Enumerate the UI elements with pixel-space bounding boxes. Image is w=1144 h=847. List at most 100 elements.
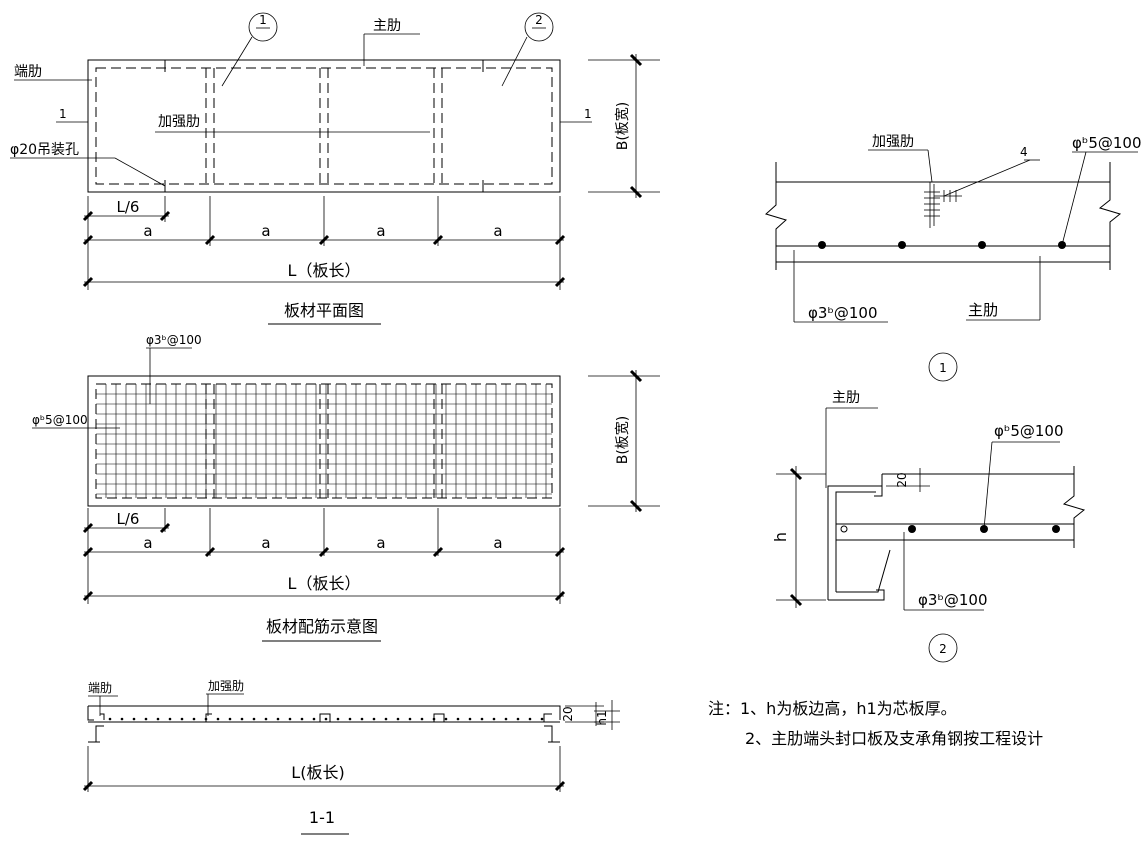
detail2-dim-20: 20 bbox=[895, 472, 909, 487]
detail-callout-1 bbox=[248, 12, 278, 42]
plan-width-label: B(板宽) bbox=[614, 102, 631, 151]
detail1-main-rib-label: 主肋 bbox=[968, 301, 998, 319]
detail1-marker-num: 1 bbox=[939, 361, 947, 375]
section-rebar-dot bbox=[516, 717, 520, 721]
plan-outline bbox=[87, 59, 561, 193]
section-rebar-dot bbox=[192, 717, 196, 721]
section-title: 1-1 bbox=[309, 808, 335, 827]
section-rebar-dot bbox=[168, 717, 172, 721]
section-rebar-dot bbox=[360, 717, 364, 721]
section-rebar-dot bbox=[252, 717, 256, 721]
plan-dimensions bbox=[82, 196, 566, 290]
section-mark-left: 1 bbox=[59, 107, 67, 121]
section-rebar-dot bbox=[420, 717, 424, 721]
section-rebar-dot bbox=[240, 717, 244, 721]
section-rebar-dot bbox=[480, 717, 484, 721]
detail1-break-left bbox=[765, 162, 787, 270]
detail1-phi3-label: φ3ᵇ@100 bbox=[808, 304, 878, 322]
rebar-dim-a-1: a bbox=[143, 534, 152, 552]
section-rebar-dot bbox=[300, 717, 304, 721]
plan-dim-a-2: a bbox=[261, 222, 270, 240]
section-rebar-dot bbox=[504, 717, 508, 721]
section-rebar-dot bbox=[180, 717, 184, 721]
plan-ribs bbox=[205, 68, 443, 184]
plan-dim-a-4: a bbox=[493, 222, 502, 240]
plan-lift-hole-label: φ20吊装孔 bbox=[10, 142, 79, 158]
rebar-dimensions bbox=[82, 508, 566, 604]
section-rebar-dot bbox=[492, 717, 496, 721]
section-rebar-dot bbox=[468, 717, 472, 721]
section-rebar-dot bbox=[408, 717, 412, 721]
rebar-dim-a-4: a bbox=[493, 534, 502, 552]
section-rebar-dot bbox=[444, 717, 448, 721]
rebar-phi5-label: φᵇ5@100 bbox=[32, 413, 88, 427]
detail2-break-right bbox=[1062, 466, 1086, 548]
rebar-dim-length: L（板长） bbox=[288, 574, 361, 593]
note-line-1: 注：1、h为板边高，h1为芯板厚。 bbox=[708, 699, 957, 718]
section-rebar-dot bbox=[540, 717, 544, 721]
section-rebar-dots bbox=[108, 717, 544, 721]
plan-dim-a-3: a bbox=[376, 222, 385, 240]
section-end-rib-label: 端肋 bbox=[88, 680, 112, 695]
detail2-h-label: h bbox=[771, 532, 790, 542]
section-rebar-dot bbox=[120, 717, 124, 721]
rebar-dim-l6: L/6 bbox=[117, 510, 140, 528]
section-rebar-dot bbox=[228, 717, 232, 721]
section-rebar-dot bbox=[108, 717, 112, 721]
section-rebar-dot bbox=[456, 717, 460, 721]
section-rebar-dot bbox=[348, 717, 352, 721]
detail1-stiffener bbox=[924, 159, 1040, 228]
rebar-outline bbox=[87, 375, 561, 507]
plan-title: 板材平面图 bbox=[284, 301, 364, 320]
detail1-num4: 4 bbox=[1020, 145, 1028, 159]
section-rebar-dot bbox=[384, 717, 388, 721]
detail1-marker bbox=[928, 352, 958, 382]
detail2-phi3-label: φ3ᵇ@100 bbox=[918, 591, 988, 609]
section-rebar-dot bbox=[432, 717, 436, 721]
section-rebar-dot bbox=[144, 717, 148, 721]
plan-dim-l6: L/6 bbox=[117, 198, 140, 216]
section-rebar-dot bbox=[216, 717, 220, 721]
plan-end-rib-label: 端肋 bbox=[14, 64, 42, 80]
section-rebar-dot bbox=[528, 717, 532, 721]
detail1-break-right bbox=[1098, 162, 1122, 270]
section-rebar-dot bbox=[156, 717, 160, 721]
plan-stiffener-label: 加强肋 bbox=[158, 114, 200, 130]
section-rebar-dot bbox=[132, 717, 136, 721]
plan-main-rib-label: 主肋 bbox=[373, 18, 401, 34]
section-rebar-dot bbox=[324, 717, 328, 721]
section-rebar-dot bbox=[312, 717, 316, 721]
detail2-main-rib-label: 主肋 bbox=[832, 390, 860, 406]
plan-dim-length: L（板长） bbox=[288, 261, 361, 280]
detail-callout-1-num: 1 bbox=[259, 13, 267, 27]
detail1-phi5-label: φᵇ5@100 bbox=[1072, 134, 1142, 152]
rebar-width-label: B(板宽) bbox=[614, 416, 631, 465]
section-stiffener-label: 加强肋 bbox=[208, 678, 244, 693]
section-dim-20: 20 bbox=[561, 706, 575, 721]
detail-2: 主肋 φᵇ5@100 20 h φ3ᵇ@100 2 bbox=[771, 390, 1086, 663]
plan-view: 端肋 主肋 加强肋 φ20吊装孔 1 1 1 2 B(板宽) bbox=[10, 12, 660, 325]
rebar-phi3-label: φ3ᵇ@100 bbox=[146, 333, 202, 347]
detail-callout-2-num: 2 bbox=[535, 13, 543, 27]
section-rebar-dot bbox=[264, 717, 268, 721]
detail2-marker bbox=[928, 633, 958, 663]
rebar-view: φ3ᵇ@100 φᵇ5@100 B(板宽) L/6 a a a bbox=[32, 333, 660, 642]
detail2-phi5-label: φᵇ5@100 bbox=[994, 422, 1064, 440]
note-line-2: 2、主肋端头封口板及支承角钢按工程设计 bbox=[745, 729, 1043, 748]
section-h1-label: h1 bbox=[595, 710, 609, 725]
detail-1: 4 加强肋 φᵇ5@100 φ3ᵇ@100 主肋 1 bbox=[765, 134, 1142, 382]
section-rebar-dot bbox=[204, 717, 208, 721]
rebar-dim-a-3: a bbox=[376, 534, 385, 552]
rebar-dim-a-2: a bbox=[261, 534, 270, 552]
section-mark-right: 1 bbox=[584, 107, 592, 121]
detail1-stiffener-label: 加强肋 bbox=[872, 134, 914, 150]
section-rebar-dot bbox=[288, 717, 292, 721]
plan-dim-a-1: a bbox=[143, 222, 152, 240]
rebar-grid bbox=[96, 384, 552, 498]
plan-inner-dashed bbox=[95, 67, 553, 185]
section-rebar-dot bbox=[276, 717, 280, 721]
detail-callout-2 bbox=[524, 12, 554, 42]
section-rebar-dot bbox=[372, 717, 376, 721]
section-1-1: 端肋 加强肋 20 h1 L(板长) 1-1 bbox=[82, 678, 620, 835]
